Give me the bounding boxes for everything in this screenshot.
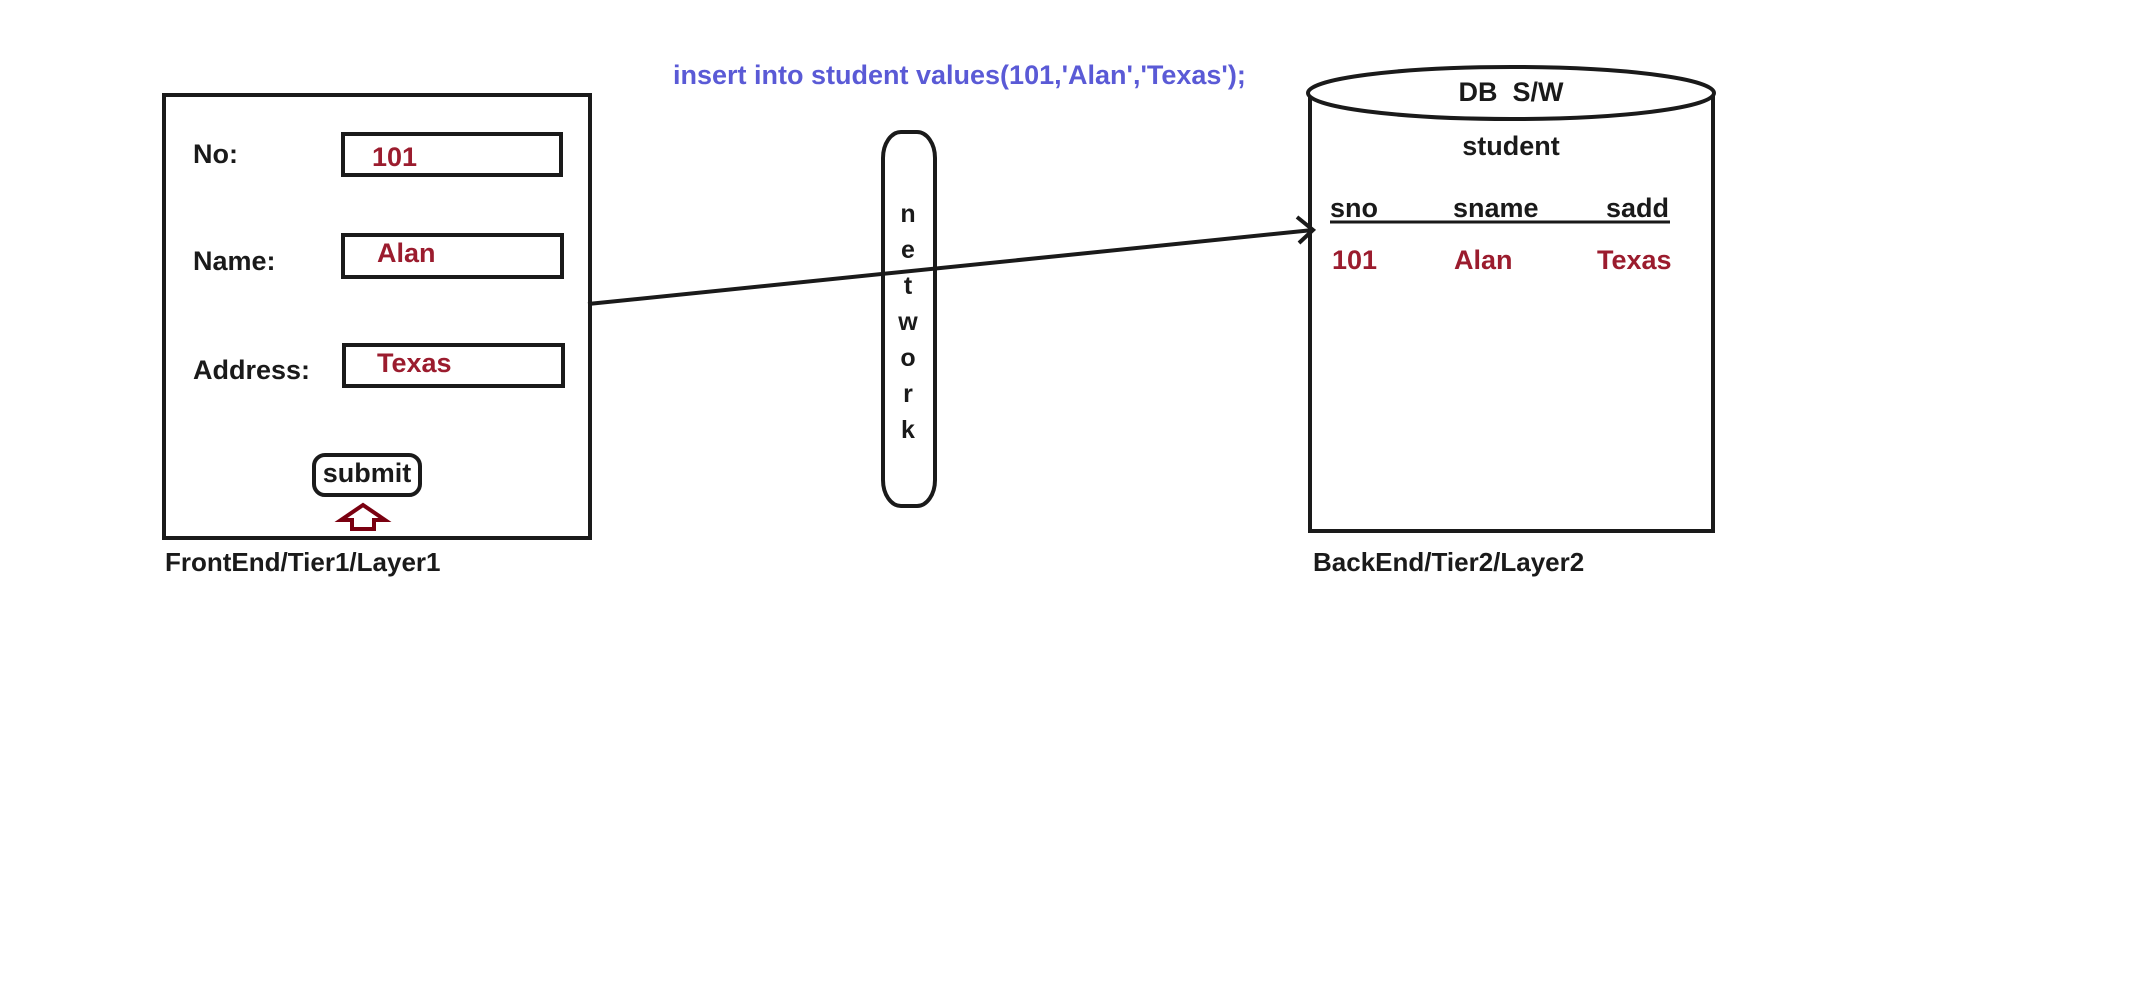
network-letter: k	[901, 416, 915, 444]
db-software-label: DB S/W	[1458, 77, 1564, 107]
network-letter: n	[900, 200, 916, 228]
column-header-sno: sno	[1330, 193, 1379, 223]
network-label: n e t w o r k	[893, 196, 923, 448]
address-value: Texas	[377, 348, 452, 378]
no-value: 101	[372, 142, 418, 172]
network-letter: r	[903, 380, 913, 408]
no-label: No:	[193, 139, 238, 169]
db-cylinder-top	[1306, 65, 1716, 121]
network-letter: t	[903, 272, 913, 300]
name-value: Alan	[377, 238, 436, 268]
table-cell-sname: Alan	[1454, 245, 1513, 275]
table-cell-sadd: Texas	[1597, 245, 1672, 275]
request-arrow-line	[587, 228, 1314, 306]
network-letter: o	[900, 344, 916, 372]
column-header-sadd: sadd	[1606, 193, 1670, 223]
no-input-box	[341, 132, 563, 177]
backend-caption: BackEnd/Tier2/Layer2	[1313, 547, 1585, 577]
request-arrow-head	[1295, 215, 1317, 245]
name-input-box	[341, 233, 564, 279]
network-letter: w	[898, 308, 918, 336]
network-letter: e	[901, 236, 915, 264]
sql-statement: insert into student values(101,'Alan','T…	[673, 60, 1246, 90]
frontend-panel	[162, 93, 592, 540]
column-header-sname: sname	[1453, 193, 1539, 223]
submit-button: submit	[322, 458, 412, 488]
name-label: Name:	[193, 246, 276, 276]
table-name: student	[1462, 131, 1560, 161]
submit-button-shape	[312, 453, 422, 497]
address-label: Address:	[193, 355, 311, 385]
up-arrow-icon	[334, 502, 392, 531]
table-cell-sno: 101	[1332, 245, 1378, 275]
network-capsule	[881, 130, 937, 508]
address-input-box	[342, 343, 565, 388]
frontend-caption: FrontEnd/Tier1/Layer1	[165, 547, 441, 577]
